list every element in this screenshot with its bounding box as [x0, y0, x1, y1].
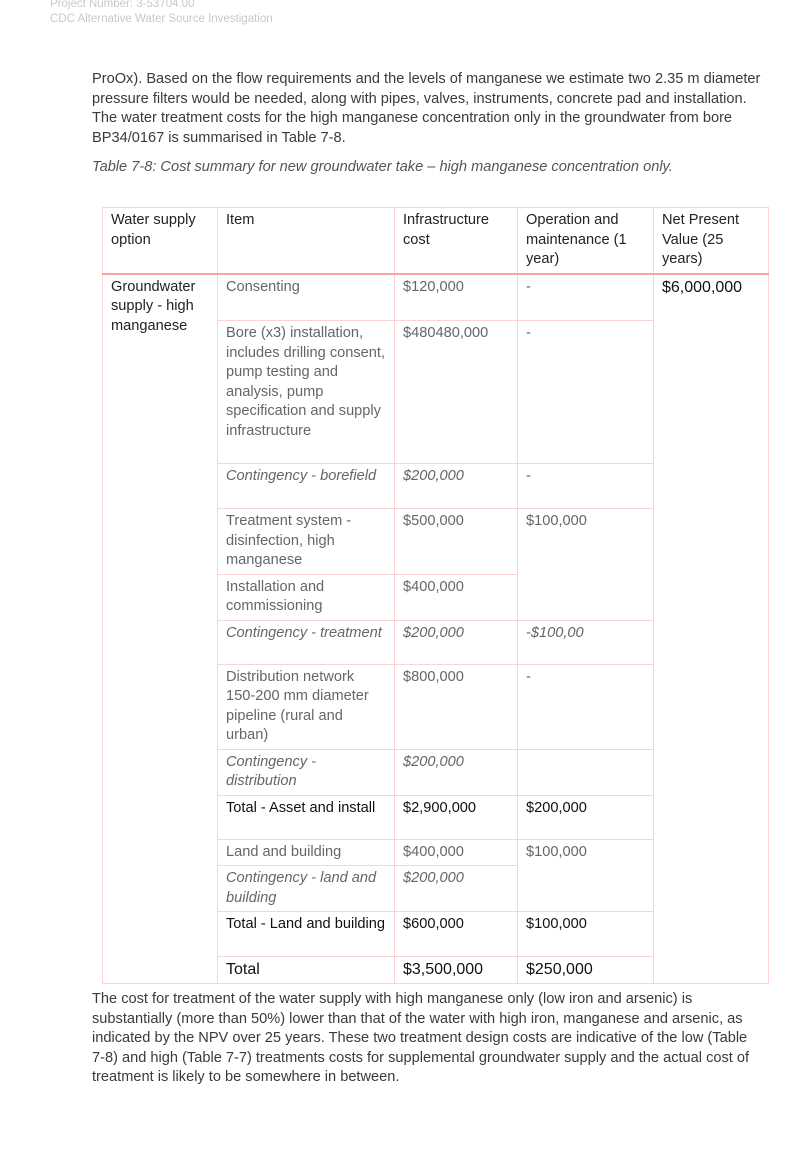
infra-cell: $600,000	[394, 911, 518, 957]
header-cell: Item	[217, 207, 395, 275]
table-row: Contingency - borefield $200,000 -	[103, 463, 769, 509]
item-cell: Total - Asset and install	[217, 794, 395, 840]
header-cell: Net Present Value (25 years)	[653, 207, 769, 275]
item-cell: Distribution network 150-200 mm diameter…	[217, 663, 395, 750]
item-cell: Treatment system - disinfection, high ma…	[217, 508, 395, 575]
item-cell: Consenting	[217, 273, 395, 321]
header-cell: Infrastructure cost	[394, 207, 518, 275]
table-header-row: Water supply option Item Infrastructure …	[102, 207, 769, 275]
header-cell: Operation and maintenance (1 year)	[517, 207, 654, 275]
item-cell: Total - Land and building	[217, 911, 395, 957]
table-row: Treatment system - disinfection, high ma…	[103, 508, 769, 621]
item-cell: Bore (x3) installation, includes drillin…	[217, 320, 395, 464]
infra-cell: $480480,000	[394, 320, 518, 464]
item-cell: Contingency - distribution	[217, 748, 395, 796]
item-cell: Land and building	[217, 838, 395, 866]
table-row: Groundwater supply - high manganese Cons…	[102, 273, 769, 984]
intro-paragraph: ProOx). Based on the flow requirements a…	[92, 71, 761, 146]
project-name: CDC Alternative Water Source Investigati…	[50, 13, 273, 25]
om-cell: -	[517, 663, 654, 750]
infra-cell: $200,000	[394, 865, 518, 912]
infra-cell: $500,000	[394, 508, 518, 575]
npv-cell: $6,000,000	[653, 273, 769, 984]
om-cell: -$100,00	[517, 619, 654, 665]
om-cell: $250,000	[517, 956, 654, 984]
table-row: Total - Land and building $600,000 $100,…	[103, 911, 769, 957]
table-row: Installation and commissioning $400,000	[103, 573, 769, 621]
table-caption: Table 7-8: Cost summary for new groundwa…	[92, 159, 673, 175]
infra-cell: $200,000	[394, 748, 518, 796]
project-number: Project Number: 3-53704.00	[50, 0, 195, 10]
om-cell: -	[517, 273, 654, 321]
item-cell: Installation and commissioning	[217, 573, 395, 621]
table-row: Total $3,500,000 $250,000	[103, 956, 769, 984]
infra-cell: $800,000	[394, 663, 518, 750]
infra-cell: $200,000	[394, 463, 518, 509]
table-row: Total - Asset and install $2,900,000 $20…	[103, 794, 769, 840]
om-cell: -	[517, 320, 654, 464]
option-cell: Groundwater supply - high manganese	[102, 273, 218, 984]
infra-cell: $120,000	[394, 273, 518, 321]
cost-summary-table: Water supply option Item Infrastructure …	[102, 207, 769, 984]
om-cell: $100,000	[517, 508, 654, 621]
conclusion-paragraph: The cost for treatment of the water supp…	[92, 991, 750, 1085]
table-row: Contingency - distribution $200,000	[103, 748, 769, 796]
table-row: Contingency - land and building $200,000	[103, 865, 769, 912]
infra-cell: $200,000	[394, 619, 518, 665]
om-cell: $100,000	[517, 838, 654, 912]
infra-cell: $400,000	[394, 573, 518, 621]
table-row: Bore (x3) installation, includes drillin…	[103, 320, 769, 464]
item-cell: Contingency - treatment	[217, 619, 395, 665]
item-cell: Contingency - borefield	[217, 463, 395, 509]
item-cell: Total	[217, 956, 395, 984]
om-cell: $200,000	[517, 794, 654, 840]
page-header: Project Number: 3-53704.00 CDC Alternati…	[50, 0, 273, 27]
infra-cell: $400,000	[394, 838, 518, 866]
om-cell: -	[517, 463, 654, 509]
header-cell: Water supply option	[102, 207, 218, 275]
table-row: Land and building $400,000 $100,000	[103, 838, 769, 912]
infra-cell: $2,900,000	[394, 794, 518, 840]
table-row: Distribution network 150-200 mm diameter…	[103, 663, 769, 750]
om-cell	[517, 748, 654, 796]
item-cell: Contingency - land and building	[217, 865, 395, 912]
infra-cell: $3,500,000	[394, 956, 518, 984]
om-cell: $100,000	[517, 911, 654, 957]
